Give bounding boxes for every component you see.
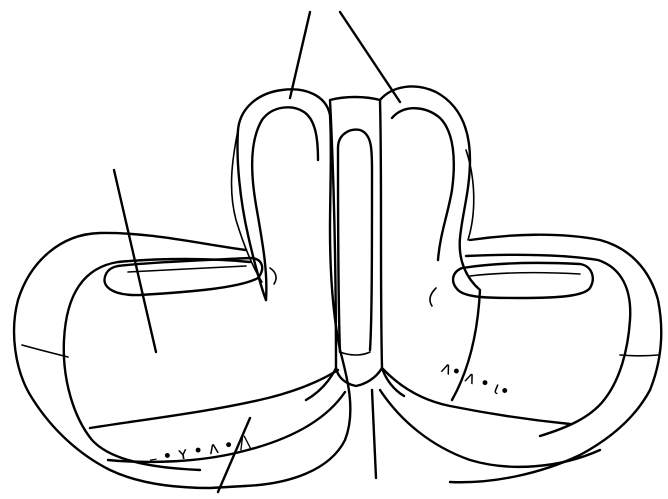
left-band-marks: – • ʏ • ʌ • /\ (147, 432, 252, 470)
center-channel-bottom (340, 352, 370, 355)
left-rim-edge-line (22, 345, 68, 357)
right-groove (453, 263, 593, 298)
right-tall-lobe-outer (380, 86, 480, 400)
right-band-marks: ʌ• ʌ • ɩ• (438, 357, 512, 403)
right-inner-rim (466, 255, 630, 436)
left-bottom-band (90, 370, 338, 428)
right-tall-lobe-inner (392, 108, 454, 260)
left-groove-inner (128, 266, 246, 272)
left-tall-lobe-outer (237, 89, 350, 486)
leader-line-top-right (340, 12, 400, 102)
right-bottom-band-lower (380, 390, 600, 467)
center-channel-inner (338, 130, 372, 352)
right-outer-rim (450, 235, 661, 483)
left-groove (104, 258, 262, 295)
right-lobe-mark (430, 288, 436, 306)
right-rim-edge-line (620, 355, 658, 356)
right-groove-inner (470, 273, 580, 276)
leader-line-top-left (290, 12, 310, 98)
left-lobe-mark (270, 268, 276, 284)
leader-line-bottom-center (372, 390, 376, 478)
